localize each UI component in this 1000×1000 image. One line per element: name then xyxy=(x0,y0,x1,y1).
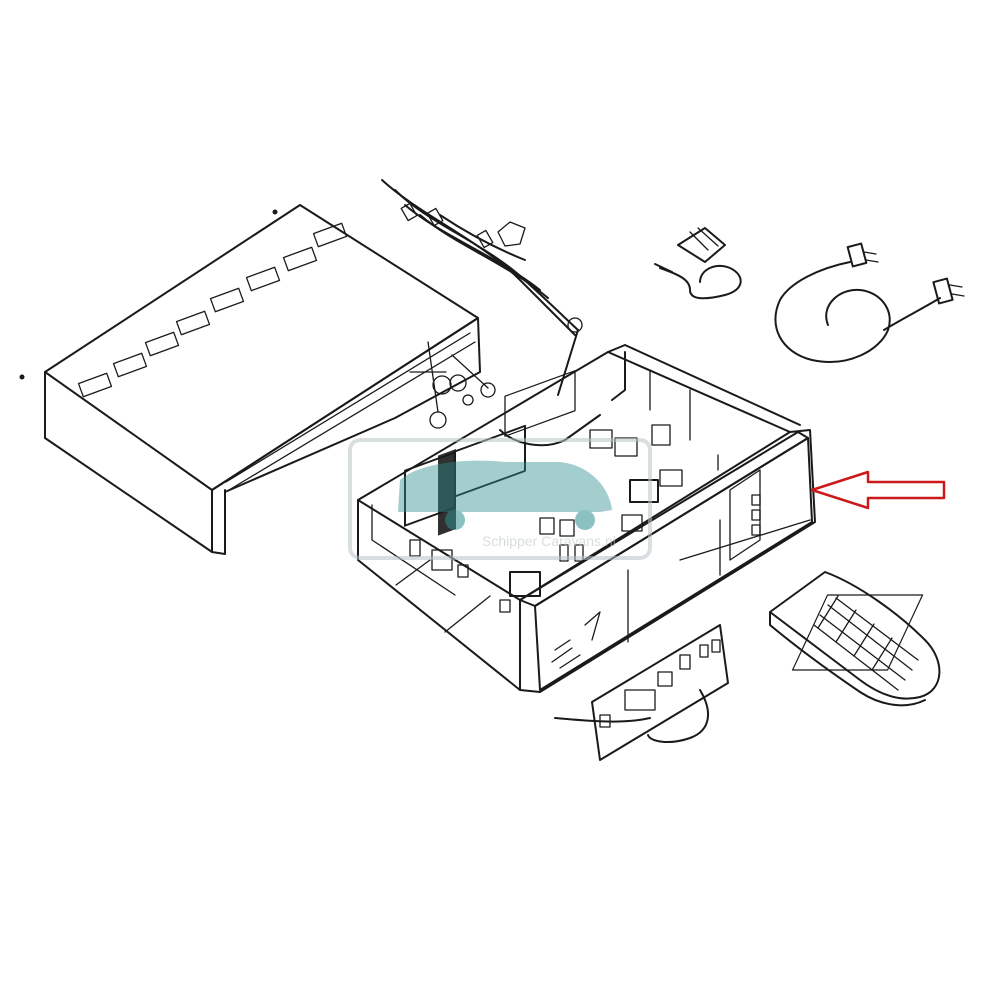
front-panel xyxy=(519,431,813,691)
keypad xyxy=(791,594,924,691)
cover-lid xyxy=(19,204,481,555)
remote-control xyxy=(769,571,941,707)
vent-slots xyxy=(77,222,348,398)
screw-set xyxy=(409,341,496,429)
base-chassis xyxy=(357,344,816,693)
watermark: Schipper Caravans.nl xyxy=(348,438,652,560)
control-board xyxy=(554,624,729,761)
watermark-text: Schipper Caravans.nl xyxy=(482,533,616,549)
antenna-cable xyxy=(654,227,742,300)
wiring-harness xyxy=(381,179,583,396)
pointer-arrow xyxy=(810,470,946,510)
power-cord xyxy=(774,242,965,363)
